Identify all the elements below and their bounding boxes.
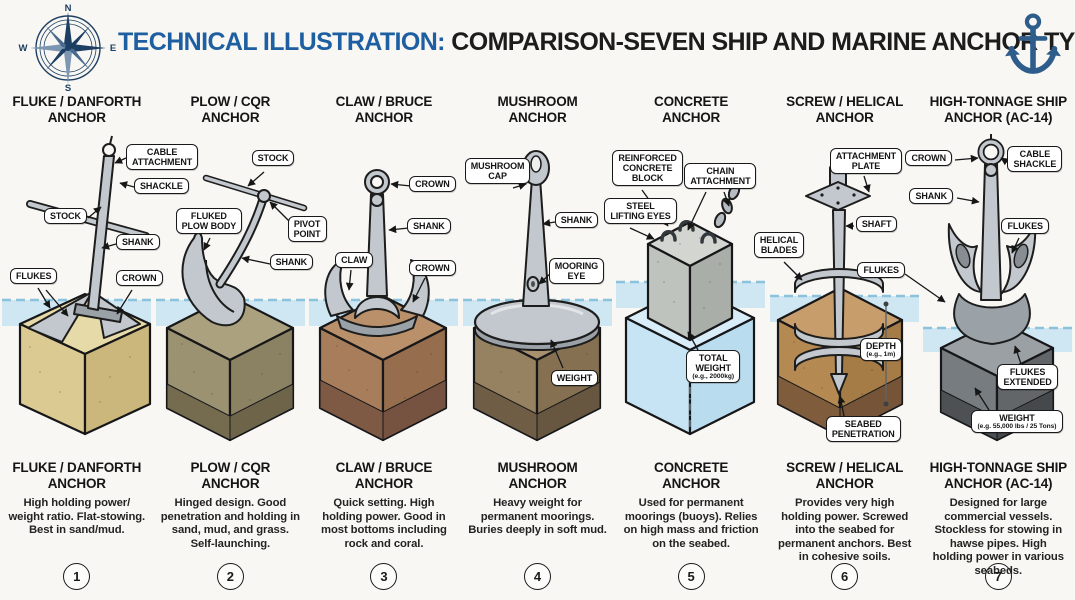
column-description: Designed for large commercial vessels. S… <box>932 497 1064 577</box>
step-number-badge: 2 <box>216 563 244 590</box>
callout-shaft: SHAFT <box>855 216 898 233</box>
anchor-art-plow <box>155 171 307 442</box>
compass-n-label: N <box>65 4 72 14</box>
callout-shank: SHANK <box>407 218 451 235</box>
illustration-plow-cqr: STOCK FLUKED PLOW BODY PIVOT POINT SHANK <box>154 132 327 454</box>
column-heading: CLAW / BRUCE ANCHOR <box>335 94 433 125</box>
callout-weight: WEIGHT <box>550 370 599 387</box>
illustration-claw-bruce: CROWN SHANK CLAW CROWN <box>307 132 461 454</box>
callout-stock: STOCK <box>44 208 87 225</box>
callout-claw: CLAW <box>335 252 374 269</box>
column-bottom-heading: FLUKE / DANFORTH ANCHOR <box>12 460 142 491</box>
callout-shackle: SHACKLE <box>134 178 189 195</box>
callout-flukes-left: FLUKES <box>857 262 905 279</box>
callout-pivot-point: PIVOT POINT <box>287 216 327 243</box>
callout-shank: SHANK <box>116 234 160 251</box>
page-title-main: COMPARISON-SEVEN SHIP AND MARINE ANCHOR … <box>444 28 1075 56</box>
step-number-badge: 7 <box>984 563 1012 590</box>
column-description: High holding power/ weight ratio. Flat-s… <box>8 497 146 537</box>
callout-steel-lifting-eyes: STEEL LIFTING EYES <box>604 198 677 225</box>
callout-crown-top: CROWN <box>409 176 456 193</box>
column-heading: CONCRETE ANCHOR <box>654 94 729 125</box>
anchor-columns: FLUKE / DANFORTH ANCHOR <box>0 94 1075 590</box>
column-bottom-heading: MUSHROOM ANCHOR <box>497 460 578 491</box>
step-number-badge: 6 <box>831 563 859 590</box>
compass-s-label: S <box>65 83 71 92</box>
column-mushroom: MUSHROOM ANCHOR <box>461 94 615 590</box>
callout-flukes: FLUKES <box>10 268 58 285</box>
column-screw-helical: SCREW / HELICAL ANCHOR <box>753 94 922 590</box>
callout-shank: SHANK <box>554 212 599 229</box>
column-bottom-heading: CLAW / BRUCE ANCHOR <box>335 460 433 491</box>
column-bottom-heading: HIGH-TONNAGE SHIP ANCHOR (AC-14) <box>929 460 1068 491</box>
column-bottom-heading: CONCRETE ANCHOR <box>654 460 729 491</box>
column-bottom-heading: PLOW / CQR ANCHOR <box>190 460 271 491</box>
compass-w-label: W <box>19 43 28 54</box>
column-high-tonnage-ac14: HIGH-TONNAGE SHIP ANCHOR (AC-14) <box>857 94 1075 590</box>
callout-total-weight: TOTAL WEIGHT(e.g., 2000kg) <box>686 350 741 384</box>
anchor-art-ac14 <box>905 134 1073 442</box>
callout-attachment-plate: ATTACHMENT PLATE <box>829 148 903 175</box>
column-description: Hinged design. Good penetration and hold… <box>160 497 300 550</box>
callout-helical-blades: HELICAL BLADES <box>753 232 805 259</box>
anchor-art-danforth <box>2 135 152 436</box>
column-claw-bruce: CLAW / BRUCE ANCHOR <box>307 94 461 590</box>
column-fluke-danforth: FLUKE / DANFORTH ANCHOR <box>0 94 199 590</box>
step-number-badge: 4 <box>524 563 552 590</box>
callout-weight: WEIGHT(e.g. 55,000 lbs / 25 Tons) <box>971 410 1063 434</box>
anchor-art-mushroom <box>462 150 612 442</box>
step-number-badge: 1 <box>63 563 91 590</box>
illustration-screw-helical: ATTACHMENT PLATE SHAFT HELICAL BLADES DE… <box>753 132 922 454</box>
callout-mooring-eye: MOORING EYE <box>548 258 605 285</box>
column-description: Quick setting. High holding power. Good … <box>321 497 447 550</box>
callout-reinforced-concrete-block: REINFORCED CONCRETE BLOCK <box>612 150 683 187</box>
column-heading: MUSHROOM ANCHOR <box>497 94 578 125</box>
column-heading: FLUKE / DANFORTH ANCHOR <box>12 94 142 125</box>
column-heading: HIGH-TONNAGE SHIP ANCHOR (AC-14) <box>929 94 1068 125</box>
anchor-art-screw <box>769 163 919 438</box>
callout-crown: CROWN <box>905 150 952 167</box>
callout-mushroom-cap: MUSHROOM CAP <box>464 158 531 185</box>
callout-flukes-right: FLUKES <box>1001 218 1049 235</box>
illustration-concrete: REINFORCED CONCRETE BLOCK CHAIN ATTACHME… <box>604 132 768 454</box>
callout-crown-bottom: CROWN <box>409 260 456 277</box>
step-number-badge: 5 <box>677 563 705 590</box>
callout-chain-attachment: CHAIN ATTACHMENT <box>684 163 757 190</box>
callout-shank: SHANK <box>269 254 314 271</box>
column-heading: PLOW / CQR ANCHOR <box>190 94 271 125</box>
anchor-icon <box>1005 13 1061 74</box>
callout-fluked-plow-body: FLUKED PLOW BODY <box>175 208 243 235</box>
page-title: TECHNICAL ILLUSTRATION: COMPARISON-SEVEN… <box>118 28 1075 57</box>
column-plow-cqr: PLOW / CQR ANCHOR <box>154 94 327 590</box>
column-heading: SCREW / HELICAL ANCHOR <box>786 94 904 125</box>
illustration-mushroom: MUSHROOM CAP SHANK MOORING EYE WEIGHT <box>461 132 615 454</box>
column-bottom-heading: SCREW / HELICAL ANCHOR <box>786 460 904 491</box>
page-title-lead: TECHNICAL ILLUSTRATION: <box>118 28 446 56</box>
callout-stock: STOCK <box>251 150 295 167</box>
callout-cable-shackle: CABLE SHACKLE <box>1007 146 1063 173</box>
illustration-high-tonnage-ac14: CROWN CABLE SHACKLE SHANK FLUKES FLUKES … <box>857 132 1075 454</box>
column-description: Heavy weight for permanent moorings. Bur… <box>468 497 607 537</box>
compass-e-label: E <box>110 43 116 54</box>
column-description: Used for permanent moorings (buoys). Rel… <box>623 497 759 550</box>
illustration-fluke-danforth: CABLE ATTACHMENT SHACKLE STOCK SHANK FLU… <box>0 132 199 454</box>
callout-crown: CROWN <box>116 270 163 287</box>
callout-shank: SHANK <box>909 188 953 205</box>
callout-cable-attachment: CABLE ATTACHMENT <box>126 144 199 171</box>
column-concrete: CONCRETE ANCHOR <box>604 94 768 590</box>
callout-seabed-penetration: SEABED PENETRATION <box>825 416 901 443</box>
callout-flukes-extended: FLUKES EXTENDED <box>997 364 1058 391</box>
compass-rose-icon: N E S W <box>19 4 117 92</box>
column-description: Provides very high holding power. Screwe… <box>778 497 912 564</box>
step-number-badge: 3 <box>370 563 398 590</box>
callout-depth: DEPTH(e.g., 1m) <box>859 338 902 362</box>
